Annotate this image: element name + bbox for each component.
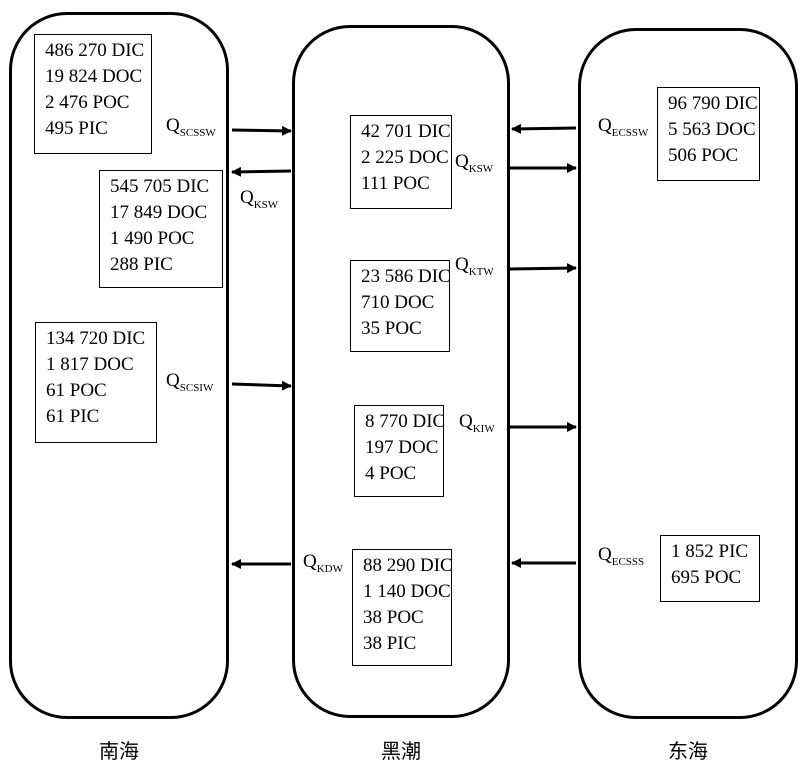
box-ktw: 23 586 DIC 710 DOC 35 POC: [350, 260, 451, 352]
arrow-ecssw: [511, 123, 577, 134]
arrow-ksw-to-south-sea: [231, 166, 292, 177]
box-kdw: 88 290 DIC 1 140 DOC 38 POC 38 PIC: [352, 549, 453, 666]
arrow-ktw: [509, 263, 577, 274]
box-ksw: 42 701 DIC 2 225 DOC 111 POC: [350, 115, 452, 209]
flow-label-ksw-left: QKSW: [240, 187, 279, 212]
flow-label-ecsss: QECSSS: [598, 544, 645, 569]
label-east-sea: 东海: [668, 741, 708, 763]
flow-label-scssw: QSCSSW: [166, 115, 216, 140]
arrow-scssw: [231, 125, 292, 136]
flow-label-ktw: QKTW: [455, 254, 494, 279]
label-south-sea: 南海: [99, 741, 139, 763]
flow-label-kiw: QKIW: [459, 411, 495, 436]
box-ksw-south-sea: 545 705 DIC 17 849 DOC 1 490 POC 288 PIC: [99, 170, 223, 288]
box-ecsss: 1 852 PIC 695 POC: [660, 535, 760, 602]
flow-label-ecssw: QECSSW: [598, 115, 649, 140]
box-ecssw: 96 790 DIC 5 563 DOC 506 POC: [657, 87, 760, 181]
flow-label-kdw: QKDW: [303, 551, 344, 576]
flow-label-ksw-right: QKSW: [455, 151, 494, 176]
box-kiw: 8 770 DIC 197 DOC 4 POC: [354, 405, 445, 497]
label-kuroshio: 黑潮: [381, 741, 421, 763]
flow-label-scsiw: QSCSIW: [166, 370, 214, 395]
arrow-scsiw: [231, 380, 292, 391]
box-scsiw: 134 720 DIC 1 817 DOC 61 POC 61 PIC: [35, 322, 157, 443]
box-scssw: 486 270 DIC 19 824 DOC 2 476 POC 495 PIC: [34, 34, 152, 154]
